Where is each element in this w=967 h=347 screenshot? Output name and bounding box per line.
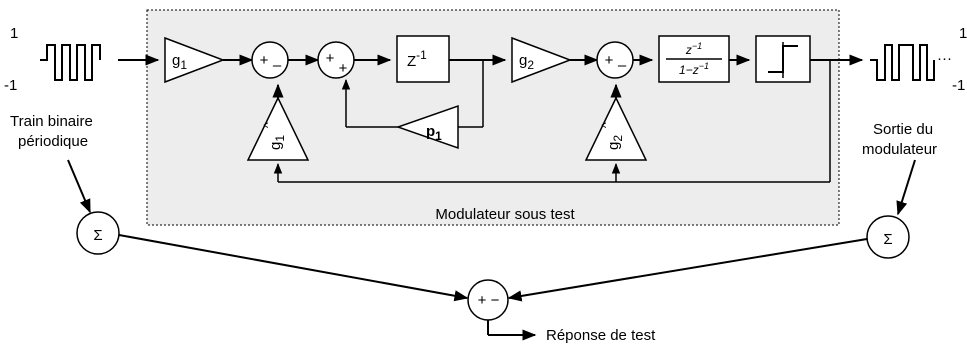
- gain-g2-block: [511, 36, 573, 84]
- summer-1-plus: +: [260, 52, 269, 69]
- integrator-numerator: z−1: [685, 41, 702, 57]
- gain-g1-block: [164, 36, 226, 84]
- summer-1-minus: –: [273, 57, 282, 74]
- delay-label: Z-1: [407, 48, 427, 70]
- summer-3: [596, 41, 634, 79]
- summer-3-plus: +: [605, 52, 614, 69]
- input-waveform: [40, 44, 101, 81]
- accumulator-right: [866, 215, 910, 259]
- output-label-line1: Sortie du: [873, 121, 933, 138]
- output-ellipsis: ···: [937, 50, 952, 67]
- feedback-gain-g1-block: [246, 96, 310, 161]
- gain-g2-label: g2: [519, 52, 534, 72]
- summer-2: [317, 41, 355, 79]
- feedback-gain-g1-hat: ^: [261, 122, 275, 128]
- accumulator-right-symbol: Σ: [883, 231, 892, 248]
- summer-2-plus-left: +: [326, 50, 335, 67]
- comparator-minus: −: [491, 292, 500, 309]
- output-waveform: [870, 44, 935, 81]
- comparator-plus: +: [478, 292, 487, 309]
- input-label-line2: périodique: [18, 133, 88, 150]
- pole-p1-block: [395, 104, 459, 150]
- test-response-label: Réponse de test: [546, 327, 656, 344]
- summer-3-minus: –: [618, 57, 627, 74]
- output-low-level: -1: [952, 77, 965, 94]
- feedback-gain-g1-label: g1: [267, 135, 287, 150]
- input-low-level: -1: [4, 77, 17, 94]
- feedback-gain-g2-block: [584, 96, 648, 161]
- modulator-box: [146, 9, 840, 226]
- gain-g1-label: g1: [172, 52, 187, 72]
- input-high-level: 1: [10, 25, 18, 42]
- comparator: [467, 279, 509, 321]
- output-label-line2: modulateur: [862, 141, 937, 158]
- input-label-line1: Train binaire: [10, 113, 93, 130]
- accumulator-left-symbol: Σ: [93, 227, 102, 244]
- accumulator-left: [76, 211, 120, 255]
- pole-p1-label: p1: [426, 123, 442, 143]
- integrator-denominator: 1−z−1: [679, 61, 709, 77]
- feedback-gain-g2-hat: ^: [599, 122, 613, 128]
- modulator-title: Modulateur sous test: [435, 206, 575, 223]
- feedback-gain-g2-label: g2: [605, 135, 625, 150]
- output-high-level: 1: [959, 25, 967, 42]
- summer-1: [251, 41, 289, 79]
- summer-2-plus-bottom: +: [339, 60, 348, 77]
